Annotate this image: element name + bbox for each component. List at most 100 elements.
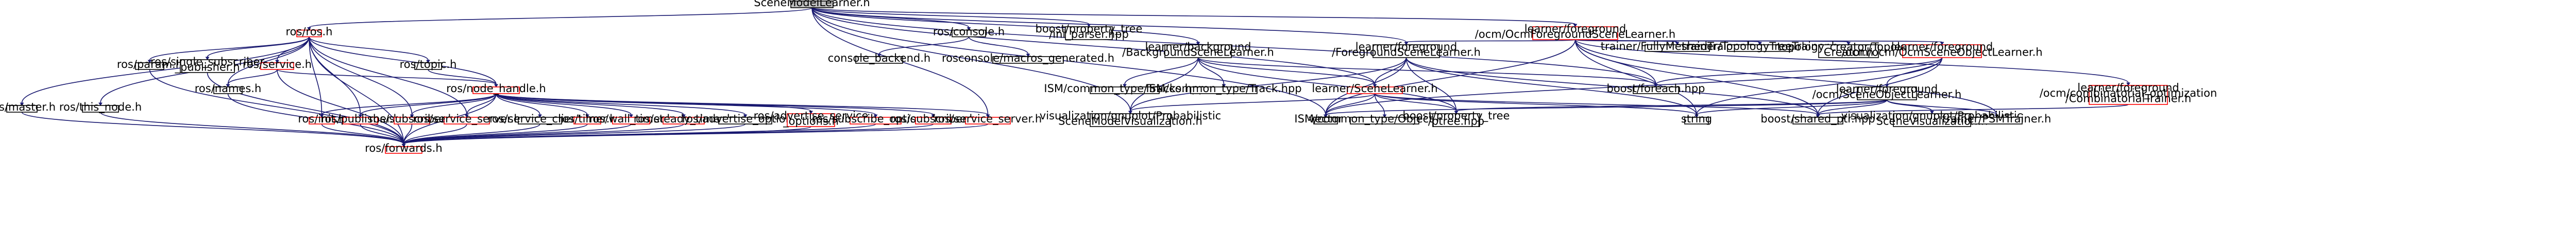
node-boost-foreach[interactable]: boost/foreach.hpp (1607, 82, 1705, 95)
edge-bg_learner-to-ism_track (1197, 57, 1226, 87)
node-label-rosconsole-macros: rosconsole/macros_generated.h (942, 52, 1114, 65)
edge-ocm_fg_learner-to-combinatorial_trainer (1574, 39, 2130, 86)
edge-node_handle-to-ros_adv_options (496, 93, 748, 118)
edge-ros_service_server2-to-ros_forwards (401, 123, 989, 147)
node-label-ros-publisher: ros/publisher.h (320, 113, 400, 125)
node-label-ocm-object-learner2-line-1: /ocm/SceneObjectLearner.h (1812, 88, 1962, 100)
edge-ros_param-to-ros_forwards (149, 69, 406, 147)
node-label-ros-service: ros/service.h (243, 58, 312, 70)
edge-root-to-bg_learner (811, 7, 1200, 45)
node-label-this-node: ros/this_node.h (59, 101, 142, 114)
node-rosconsole-macros[interactable]: rosconsole/macros_generated.h (942, 52, 1114, 65)
node-node-handle[interactable]: ros/node_handle.h (446, 82, 546, 95)
node-vector[interactable]: vector (1309, 113, 1343, 125)
edge-bg_learner-to-ism_tracks (1123, 57, 1199, 87)
node-ros-publisher[interactable]: ros/publisher.h (320, 113, 400, 125)
edge-fg_learner-to-scene_learner (1372, 57, 1407, 87)
node-ism-tracks[interactable]: ISM/common_type/Tracks.hpp (1044, 82, 1205, 95)
node-label-ros-adv-srv-options-line-1: _options.h (783, 115, 839, 128)
node-label-ros-names: ros/names.h (195, 82, 262, 95)
node-ros-param[interactable]: ros/param.h (117, 58, 182, 70)
node-bg-learner[interactable]: learner/background/BackgroundSceneLearne… (1122, 41, 1274, 59)
edge-ros_h-to-ros_master (20, 37, 310, 106)
node-fg-learner[interactable]: learner/foreground/ForegroundSceneLearne… (1332, 41, 1481, 59)
node-label-vis-scene-model-line-0: visualization/gnuplot/Probabilistic (1040, 110, 1221, 122)
node-label-boost-foreach: boost/foreach.hpp (1607, 82, 1705, 95)
node-ros-subscriber2[interactable]: ros/subscriber.h (890, 113, 976, 125)
node-label-string: string (1681, 113, 1712, 125)
node-label-combinatorial-trainer-line-2: /CombinatorialTrainer.h (2065, 93, 2192, 105)
node-ros-timer[interactable]: ros/timer.h (558, 113, 616, 125)
node-ros-service-server[interactable]: ros/service_server.h (413, 113, 520, 126)
node-ros-names[interactable]: ros/names.h (195, 82, 262, 95)
node-ocm-obj-learner[interactable]: learner/foreground/ocm/ocm/OcmSceneObjec… (1841, 41, 2042, 59)
node-label-ocm-object-learner2-line-0: learner/foreground (1836, 83, 1938, 95)
node-this-node[interactable]: ros/this_node.h (59, 101, 142, 114)
node-ros-init[interactable]: ros/init.h (298, 113, 345, 125)
node-ros-h[interactable]: ros/ros.h (286, 26, 333, 38)
edge-ros_service-to-ros_names (226, 69, 278, 87)
edge-node_handle-to-ros_wall_timer (496, 93, 633, 118)
edge-scene_learner-to-vis_scene_model (1128, 93, 1376, 114)
node-label-scene-learner: learner/SceneLearner.h (1312, 82, 1437, 95)
node-label-boost-ptree-line-0: boost/property_tree (1403, 110, 1510, 122)
node-boost-shared-ptr[interactable]: boost/shared_ptr.hpp (1760, 113, 1875, 126)
edge-node_handle-to-ros_service_client (496, 93, 542, 118)
node-label-ros-subscriber2: ros/subscriber.h (890, 113, 976, 125)
node-ros-topic[interactable]: ros/topic.h (400, 58, 457, 70)
node-single-sub-pub[interactable]: ros/single_subscriber_publisher.h (150, 56, 264, 74)
edge-node_handle-to-ros_publisher (358, 93, 497, 118)
node-label-single-sub-pub-line-0: ros/single_subscriber (150, 56, 264, 68)
node-ros-steady-timer[interactable]: ros/steady_timer.h (634, 113, 734, 126)
node-label-ism-track: ISM/common_type/Track.hpp (1146, 82, 1301, 95)
node-label-vector: vector (1309, 113, 1343, 125)
edge-ros_topic-to-node_handle (428, 69, 498, 87)
node-label-ros-master: ros/master.h (0, 101, 56, 113)
node-label-ocm-fg-learner-line-1: /ocm/OcmForegroundSceneLearner.h (1475, 28, 1675, 40)
node-ros-console[interactable]: ros/console.h (933, 26, 1005, 38)
edge-ros_h-to-ros_topic (309, 37, 430, 63)
node-ros-wall-timer[interactable]: ros/wall_timer.h (588, 113, 673, 126)
node-ros-adv-srv-options[interactable]: ros/advertise_service_options.h (754, 110, 869, 128)
node-label-ros-param: ros/param.h (117, 58, 182, 70)
node-string[interactable]: string (1681, 113, 1712, 125)
node-vis-scene-model[interactable]: visualization/gnuplot/ProbabilisticScene… (1040, 110, 1221, 128)
node-label-bg-learner-line-0: learner/background (1145, 41, 1251, 53)
node-ros-service[interactable]: ros/service.h (243, 58, 312, 70)
node-ros-master[interactable]: ros/master.h (0, 101, 56, 113)
node-label-topology-creator-line-0: topology_creator/Topology (1777, 41, 1920, 54)
edge-combinatorial_trainer-to-boost_shared_ptr (1816, 104, 2129, 118)
edge-node_handle-to-ros_init (319, 93, 497, 118)
node-ros-subscriber[interactable]: ros/subscriber.h (369, 113, 455, 125)
node-label-trainer-tree: trainer/TopologyTreeTrainer.h (1682, 40, 1838, 52)
node-ism-track[interactable]: ISM/common_type/Track.hpp (1146, 82, 1301, 95)
node-label-fg-learner-line-1: /ForegroundSceneLearner.h (1332, 46, 1481, 58)
node-ocm-fg-learner[interactable]: learner/foreground/ocm/OcmForegroundScen… (1475, 23, 1675, 41)
node-label-ocm-obj-learner-line-1: /ocm/ocm/OcmSceneObjectLearner.h (1841, 46, 2042, 58)
node-ros-service-server2[interactable]: ros/service_server.h (934, 113, 1042, 126)
node-console-backend[interactable]: console_backend.h (828, 52, 930, 65)
node-boost-ptree[interactable]: boost/property_tree/ptree.hpp (1403, 110, 1510, 128)
node-label-ros-timer: ros/timer.h (558, 113, 616, 125)
edge-ocm_fg_learner-to-ocm_obj_learner (1574, 39, 1944, 45)
node-label-ros-console: ros/console.h (933, 26, 1005, 38)
edge-root-to-ros_console (811, 7, 971, 31)
node-vis-scene-vis[interactable]: visualization/gnuplot/ProbabilisticScene… (1841, 110, 2023, 128)
edge-ocm_object_learner2-to-vector (1324, 99, 1888, 118)
node-ros-forwards[interactable]: ros/forwards.h (365, 142, 442, 154)
node-trainer-tree[interactable]: trainer/TopologyTreeTrainer.h (1682, 40, 1838, 52)
node-label-ros-service-server: ros/service_server.h (413, 113, 520, 126)
edge-ocm_fg_learner-to-fg_learner (1404, 39, 1576, 45)
node-trainer-psm[interactable]: trainer/PSMTrainer.h (1942, 113, 2052, 125)
node-boost-ptree-ini[interactable]: boost/property_tree/ini_parser.hpp (1036, 23, 1143, 41)
node-label-ros-service-server2: ros/service_server.h (934, 113, 1042, 126)
node-label-ism-tracks: ISM/common_type/Tracks.hpp (1044, 82, 1205, 95)
edge-root-to-ocm_fg_learner (811, 7, 1578, 27)
node-ocm-object-learner2[interactable]: learner/foreground/ocm/SceneObjectLearne… (1812, 83, 1962, 101)
node-label-combinatorial-trainer-line-0: learner/foreground (2077, 82, 2179, 94)
node-combinatorial-trainer[interactable]: learner/foreground/ocm/combinatorial_opt… (2040, 82, 2217, 105)
node-scene-learner[interactable]: learner/SceneLearner.h (1312, 82, 1437, 95)
